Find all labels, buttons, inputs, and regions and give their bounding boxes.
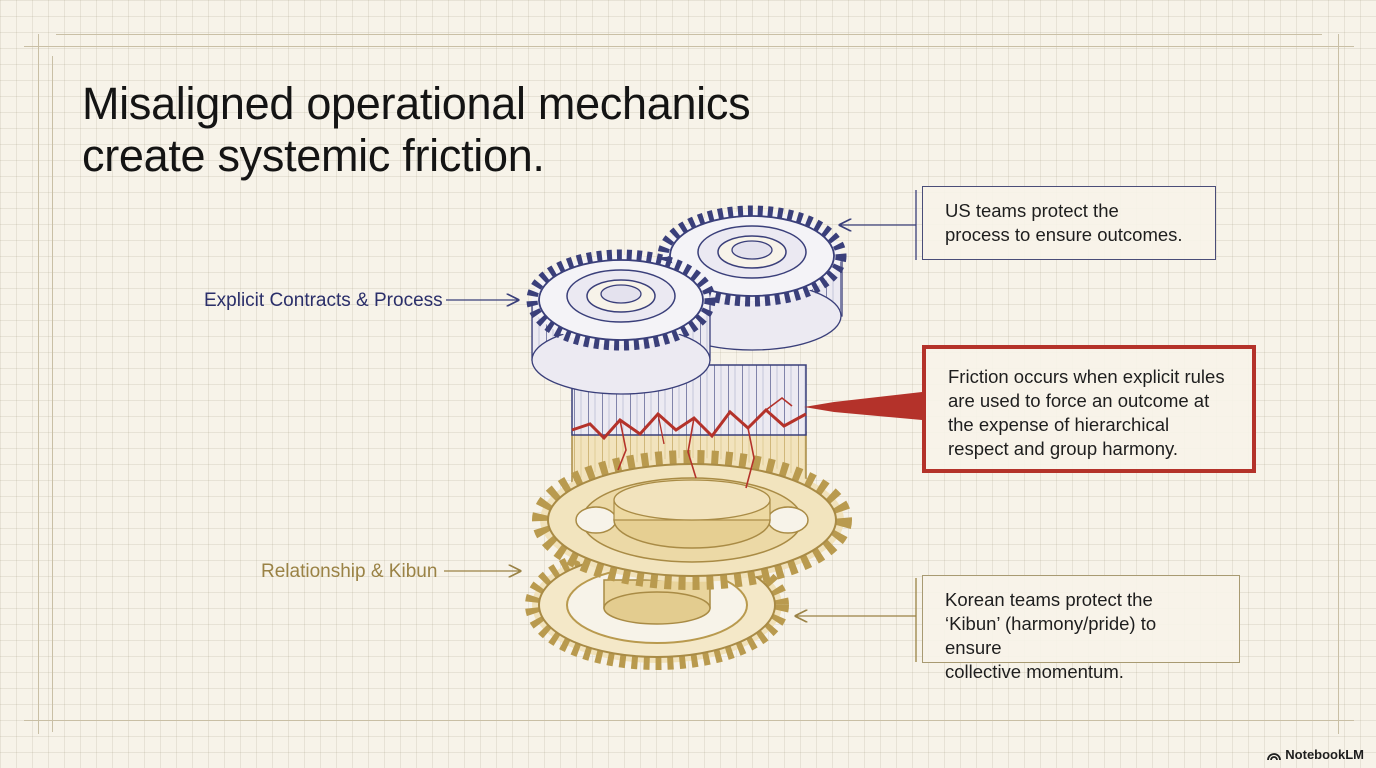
frame-bottom-line [24,720,1354,721]
callout-korean-line: ‘Kibun’ (harmony/pride) to ensure [945,613,1157,658]
callout-friction: Friction occurs when explicit rules are … [922,345,1256,473]
page-title: Misaligned operational mechanics create … [82,78,751,182]
notebooklm-logo-icon [1267,752,1282,760]
navy-gear-left [526,249,716,395]
callout-us-teams: US teams protect the process to ensure o… [922,186,1216,260]
callout-us-line: process to ensure outcomes. [945,224,1183,245]
callout-korean-teams: Korean teams protect the ‘Kibun’ (harmon… [922,575,1240,682]
callout-friction-line: the expense of hierarchical [948,414,1170,435]
callout-friction-line: are used to force an outcome at [948,390,1210,411]
title-line-2: create systemic friction. [82,130,545,181]
frame-right-line [1338,34,1339,734]
frame-left-line [38,34,39,734]
callout-friction-line: respect and group harmony. [948,438,1179,459]
callout-us-line: US teams protect the [945,200,1119,221]
label-relationship-kibun: Relationship & Kibun [261,561,438,582]
frame-inner-left [52,56,53,732]
title-line-1: Misaligned operational mechanics [82,78,751,129]
label-explicit-contracts: Explicit Contracts & Process [204,290,443,311]
friction-crack [571,396,807,489]
brand-name: NotebookLM [1285,747,1364,762]
frame-top-line [24,46,1354,47]
brand-watermark: NotebookLM [1267,747,1364,762]
callout-friction-line: Friction occurs when explicit rules [948,366,1225,387]
callout-korean-line: Korean teams protect the [945,589,1153,610]
navy-gear-right [657,205,847,351]
friction-arrow [804,392,922,420]
callout-korean-line: collective momentum. [945,661,1124,682]
frame-inner-top [56,34,1322,35]
gold-gear-upper [532,450,852,590]
